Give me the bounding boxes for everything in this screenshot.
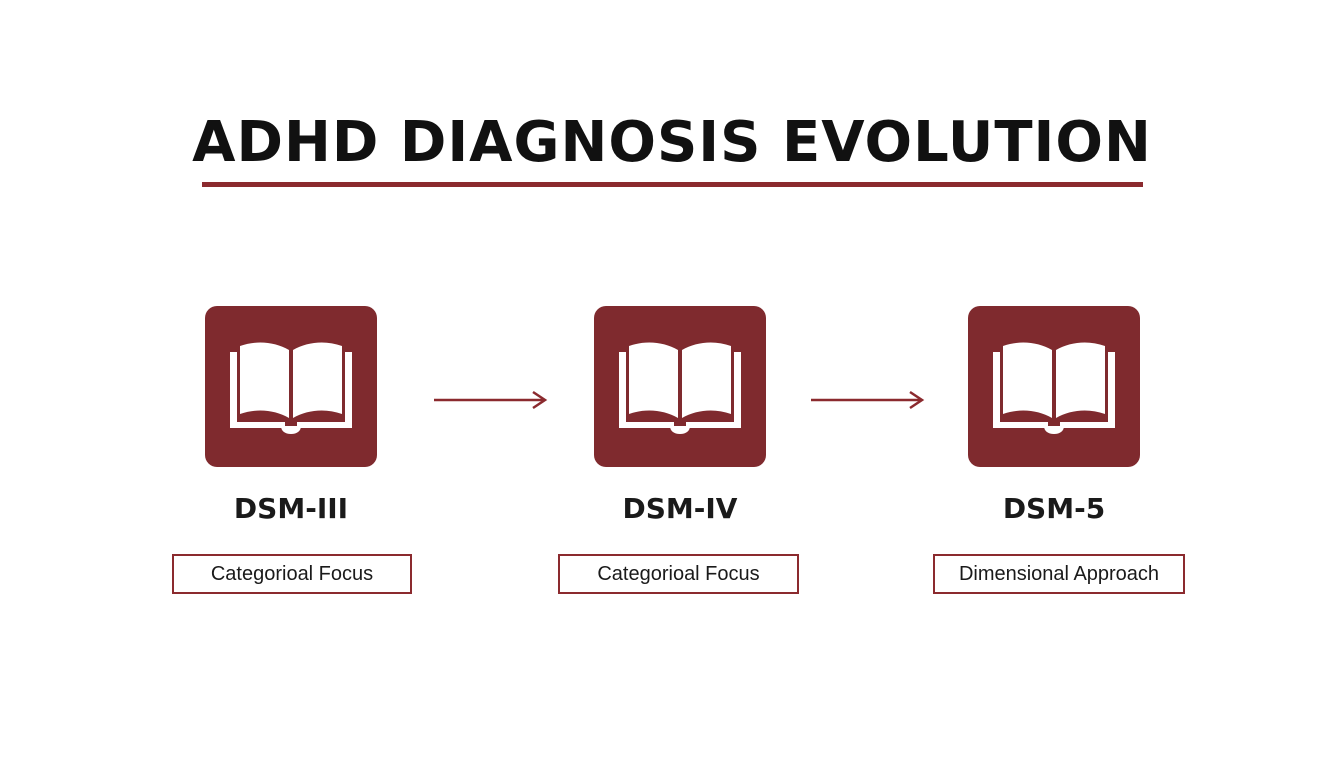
book-icon [205,306,377,467]
stage-focus-box: Dimensional Approach [933,554,1185,594]
stage-label: DSM-IV [622,492,738,525]
title-underline [202,182,1143,187]
stage-label: DSM-III [233,492,349,525]
stage-label: DSM-5 [1002,492,1106,525]
stage-focus-box: Categorioal Focus [558,554,799,594]
diagram-title: ADHD DIAGNOSIS EVOLUTION [192,110,1152,175]
arrow-right-icon [434,390,548,410]
arrow-right-icon [811,390,925,410]
book-icon [594,306,766,467]
stage-focus-box: Categorioal Focus [172,554,412,594]
book-icon [968,306,1140,467]
